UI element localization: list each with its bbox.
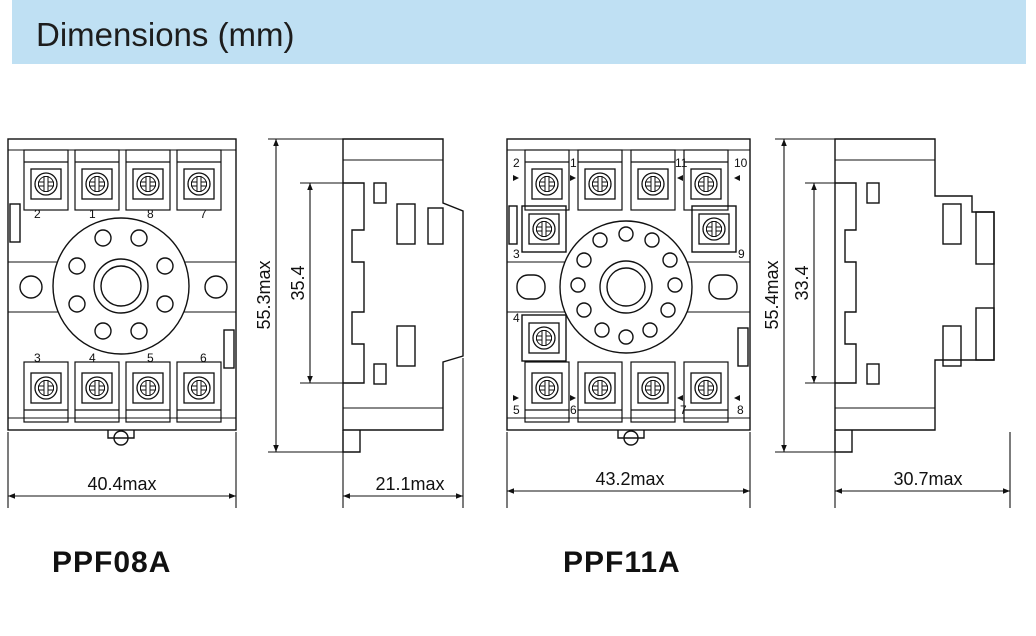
ppf11a-depth-dimension xyxy=(834,432,1011,508)
ppf11a-polarity-marks xyxy=(513,175,740,401)
ppf08a-width-dimension xyxy=(7,432,237,508)
ppf08a-terminal-6: 6 xyxy=(200,351,207,365)
header-banner: Dimensions (mm) xyxy=(12,0,1026,64)
ppf08a-terminal-4: 4 xyxy=(89,351,96,365)
ppf11a-terminal-4: 4 xyxy=(513,311,520,325)
ppf11a-inner-label: 33.4 xyxy=(792,265,812,300)
ppf11a-depth-label: 30.7max xyxy=(893,469,962,489)
ppf11a-height-label: 55.4max xyxy=(762,260,782,329)
ppf08a-front-view xyxy=(7,138,237,446)
header-title: Dimensions (mm) xyxy=(36,16,295,53)
ppf11a-width-label: 43.2max xyxy=(595,469,664,489)
ppf08a-height-dimension xyxy=(268,138,343,453)
ppf08a-terminal-labels: 2 1 8 7 3 4 5 6 xyxy=(34,207,207,365)
ppf08a-depth-label: 21.1max xyxy=(375,474,444,494)
ppf11a-width-dimension xyxy=(506,432,751,508)
ppf08a-terminal-7: 7 xyxy=(200,207,207,221)
ppf11a-terminal-7: 7 xyxy=(680,403,687,417)
ppf11a-terminal-2: 2 xyxy=(513,156,520,170)
ppf08a-terminal-1: 1 xyxy=(89,207,96,221)
ppf11a-terminal-3: 3 xyxy=(513,247,520,261)
ppf11a-model-name: PPF11A xyxy=(563,546,681,579)
ppf08a-side-view xyxy=(342,138,464,453)
ppf11a-terminal-1: 1 xyxy=(570,156,577,170)
ppf08a-terminal-8: 8 xyxy=(147,207,154,221)
ppf08a-terminal-3: 3 xyxy=(34,351,41,365)
ppf08a-terminal-5: 5 xyxy=(147,351,154,365)
ppf11a-terminal-9: 9 xyxy=(738,247,745,261)
ppf11a-side-view xyxy=(834,138,995,453)
ppf11a-terminal-10: 10 xyxy=(734,156,748,170)
ppf08a-inner-label: 35.4 xyxy=(288,265,308,300)
ppf08a-terminal-2: 2 xyxy=(34,207,41,221)
ppf11a-terminal-11: 11 xyxy=(675,156,688,170)
ppf11a-terminal-labels: 2 1 11 10 3 9 4 5 6 7 8 xyxy=(513,156,748,417)
ppf11a-front-view xyxy=(506,138,751,446)
ppf08a-width-label: 40.4max xyxy=(87,474,156,494)
ppf11a-terminal-5: 5 xyxy=(513,403,520,417)
ppf08a-height-label: 55.3max xyxy=(254,260,274,329)
ppf08a-depth-dimension xyxy=(342,358,464,508)
ppf11a-terminal-8: 8 xyxy=(737,403,744,417)
ppf11a-terminal-6: 6 xyxy=(570,403,577,417)
ppf08a-model-name: PPF08A xyxy=(52,546,172,579)
ppf11a-height-dimension xyxy=(775,138,835,453)
